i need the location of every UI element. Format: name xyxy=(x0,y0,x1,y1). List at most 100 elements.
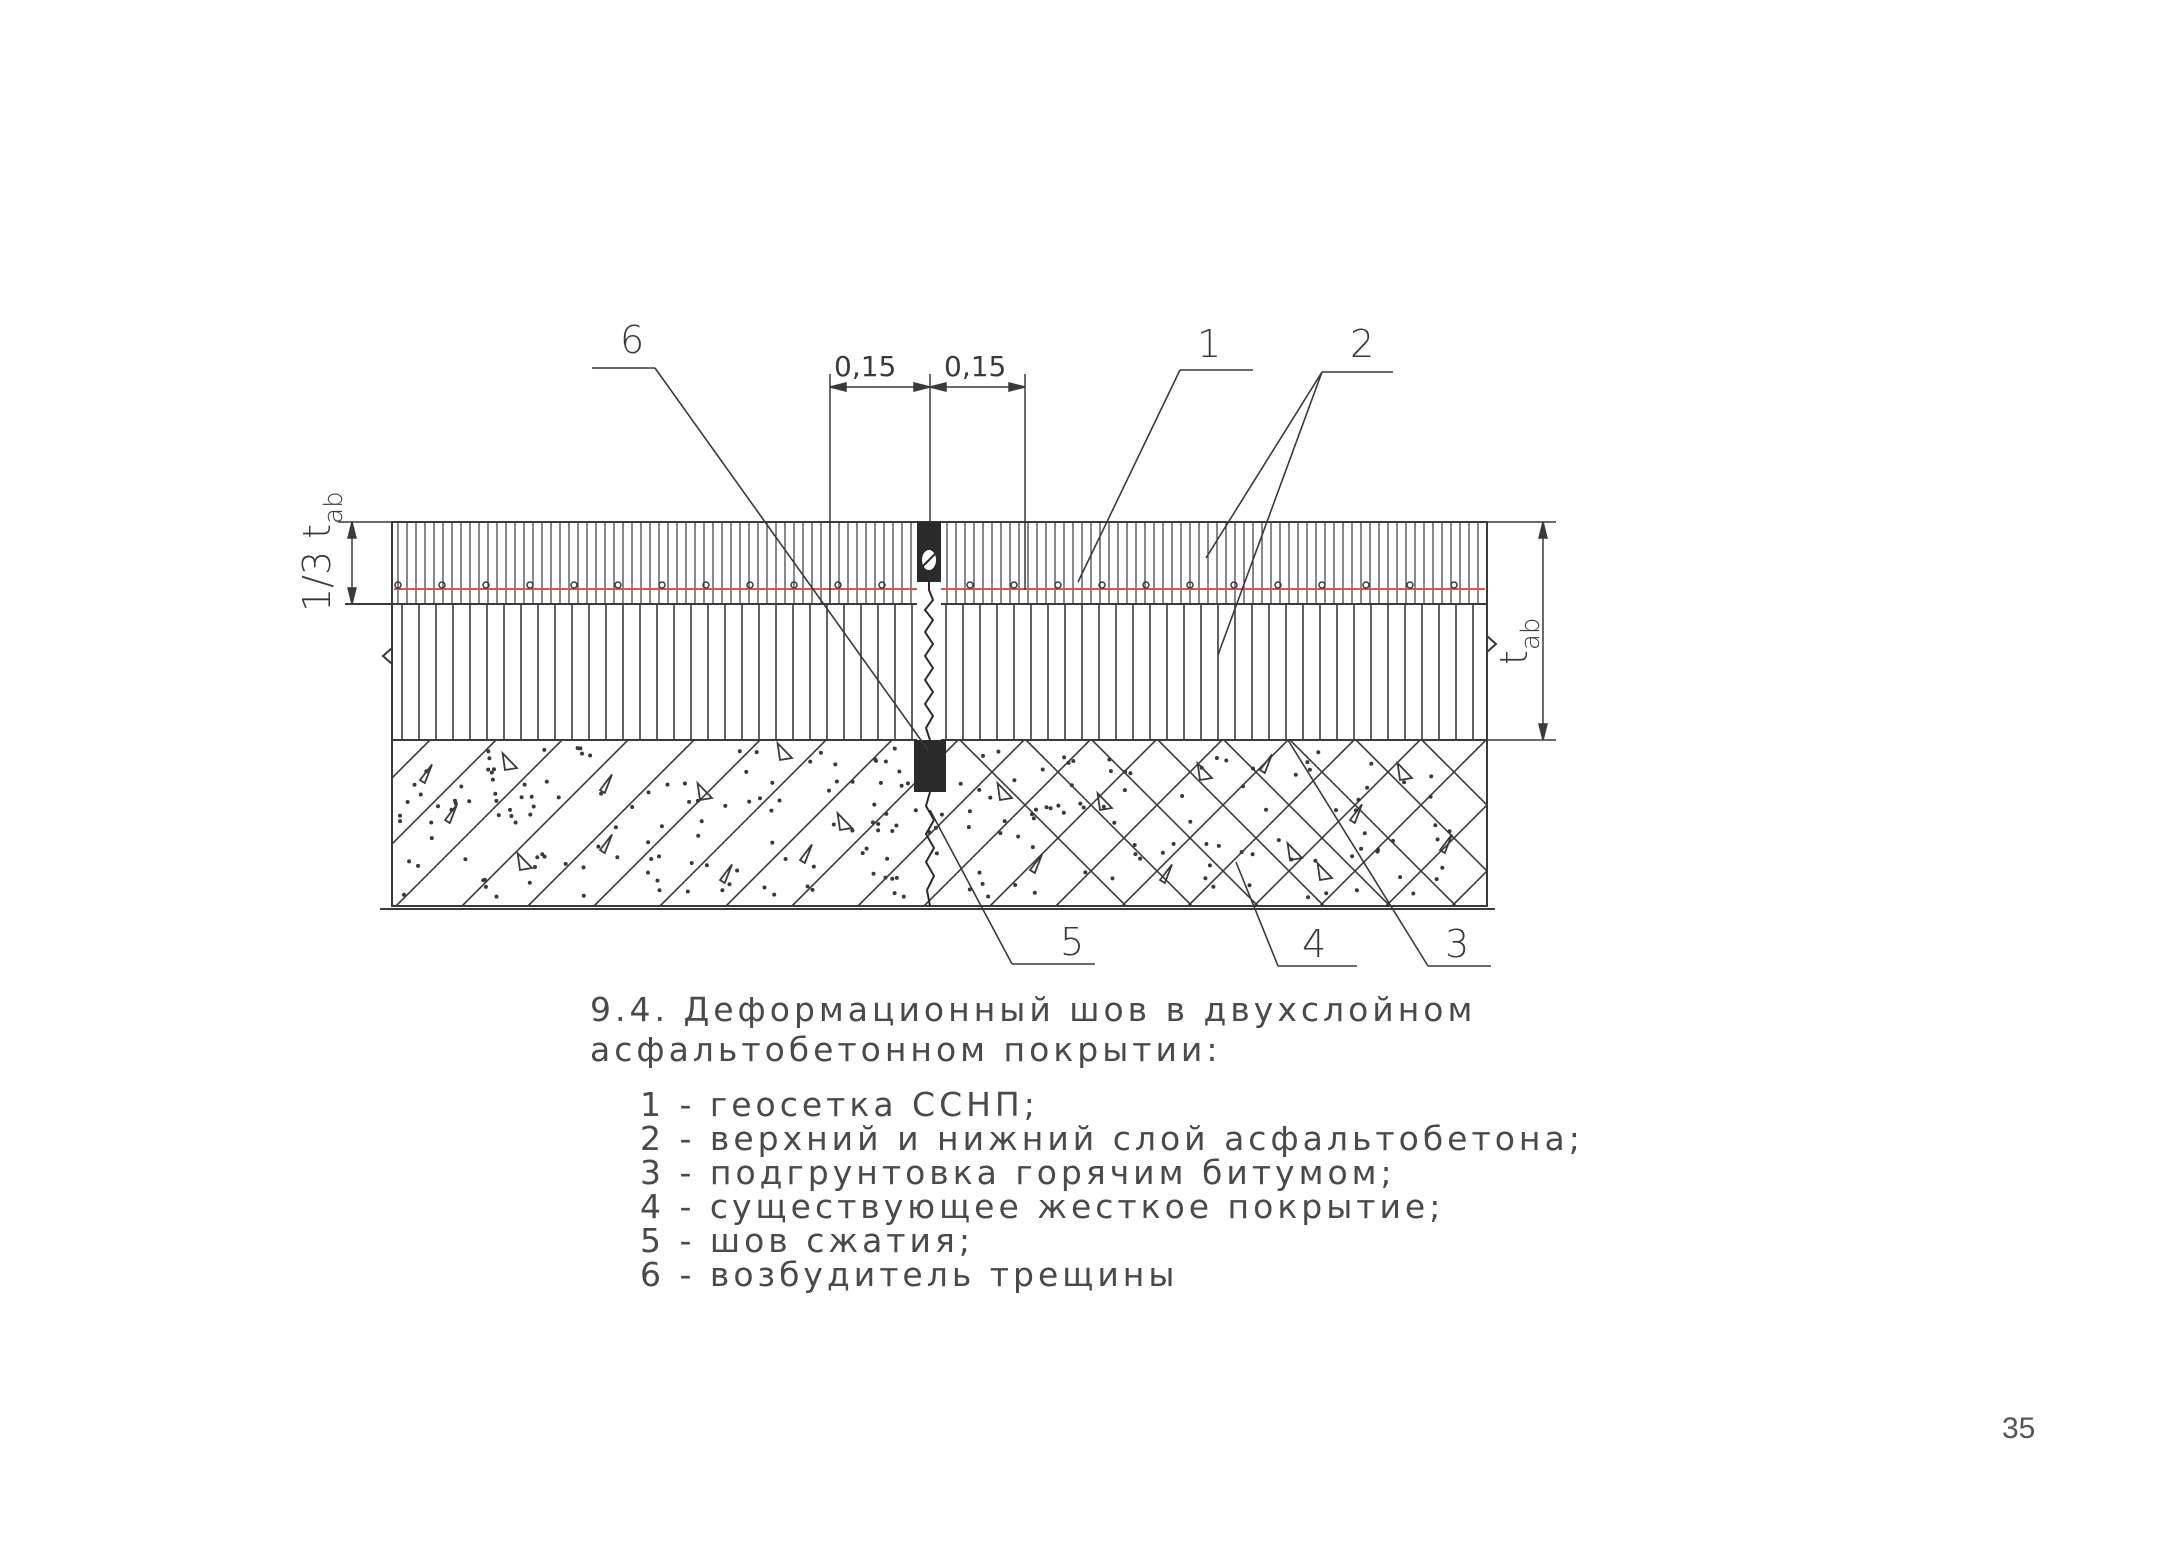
aggregate-dot xyxy=(489,770,494,775)
arrow xyxy=(913,382,931,392)
leader-3 xyxy=(1287,739,1429,967)
arrow xyxy=(829,382,847,392)
aggregate-dot xyxy=(1132,843,1137,847)
geogrid-node xyxy=(1098,581,1106,589)
break-marks xyxy=(381,604,1498,740)
aggregate-dot xyxy=(808,759,813,764)
dim-left-gap: 0,15 xyxy=(834,350,896,383)
aggregate-dot xyxy=(872,802,877,807)
aggregate-dot xyxy=(874,758,879,763)
legend-item-5: 5 - шов сжатия; xyxy=(640,1221,974,1260)
aggregate-dot xyxy=(407,859,412,864)
aggregate-dot xyxy=(578,746,583,751)
aggregate-dot xyxy=(1061,810,1066,815)
aggregate-dot xyxy=(1138,856,1143,861)
aggregate-dot xyxy=(894,875,899,880)
aggregate-dot xyxy=(977,870,982,875)
aggregate-dot xyxy=(967,887,972,892)
aggregate-dot xyxy=(544,779,549,784)
aggregate-dot xyxy=(758,796,762,801)
dimension-lines xyxy=(338,374,1556,741)
aggregate-dot xyxy=(646,790,651,795)
aggregate-dot xyxy=(436,804,440,809)
aggregate-dot xyxy=(1350,854,1355,859)
aggregate-dot xyxy=(533,865,537,869)
aggregate-dot xyxy=(685,889,690,894)
aggregate-dot xyxy=(998,831,1003,836)
aggregate-dot xyxy=(519,795,524,800)
aggregate-dot xyxy=(496,813,501,818)
legend-item-3: 3 - подгрунтовка горячим битумом; xyxy=(640,1153,1396,1192)
aggregate-dot xyxy=(899,783,904,788)
aggregate-dot xyxy=(1247,883,1252,888)
aggregate-dot xyxy=(1188,819,1193,824)
aggregate-dot xyxy=(398,813,402,818)
aggregate-dot xyxy=(531,804,536,809)
aggregate-dot xyxy=(1359,846,1364,851)
aggregate-dot xyxy=(1203,876,1208,881)
aggregate-dot xyxy=(890,876,895,881)
aggregate-dot xyxy=(892,891,897,896)
left-diagonal-line xyxy=(527,740,695,906)
aggregate-dot xyxy=(486,749,491,754)
geogrid-node xyxy=(966,581,974,589)
aggregate-triangle xyxy=(1028,853,1043,875)
aggregate-dot xyxy=(1078,801,1083,806)
aggregate-dot xyxy=(988,795,993,800)
aggregate-dot xyxy=(805,884,810,889)
aggregate-dot xyxy=(864,846,869,851)
aggregate-dot xyxy=(892,746,897,751)
aggregate-dot xyxy=(1034,807,1038,812)
left-diagonal-line xyxy=(1451,869,1487,906)
geogrid-nodes xyxy=(394,581,1458,589)
geogrid-node xyxy=(1054,581,1062,589)
aggregate-dot xyxy=(1307,767,1312,772)
geogrid-node xyxy=(1362,581,1370,589)
geogrid-node xyxy=(834,581,842,589)
aggregate-dot xyxy=(522,782,527,787)
right-diagonal-line xyxy=(1752,740,1918,906)
aggregate-dot xyxy=(834,779,839,784)
left-diagonal-line xyxy=(198,740,364,906)
aggregate-dot xyxy=(827,788,831,793)
aggregate-triangle xyxy=(598,773,613,795)
aggregate-dot xyxy=(665,782,670,787)
aggregate-dot xyxy=(1356,797,1361,802)
right-diagonal-line xyxy=(1818,740,1984,906)
aggregate-dot xyxy=(494,894,499,899)
aggregate-dot xyxy=(1354,888,1359,893)
aggregate-dot xyxy=(897,769,902,774)
page-number: 35 xyxy=(2002,1412,2036,1445)
aggregate-dot xyxy=(704,863,709,868)
aggregate-dot xyxy=(1048,806,1053,811)
aggregate-dot xyxy=(1306,895,1311,900)
aggregate-dot xyxy=(613,825,618,830)
aggregate-dot xyxy=(1447,829,1452,834)
aggregate-dot xyxy=(695,798,700,803)
aggregate-dot xyxy=(556,795,561,800)
right-diagonal-line xyxy=(1620,740,1786,906)
aggregate-dot xyxy=(996,749,1001,754)
aggregate-dot xyxy=(1110,876,1115,881)
aggregate-dot xyxy=(1101,804,1106,809)
aggregate-dot xyxy=(1040,767,1045,772)
left-diagonal-line xyxy=(1121,740,1289,906)
geogrid-node xyxy=(482,581,490,589)
right-diagonal-line xyxy=(1157,740,1325,906)
leader-2a xyxy=(1205,371,1323,559)
aggregate-triangle xyxy=(598,833,613,855)
aggregate-dot xyxy=(599,791,604,796)
aggregate-dot xyxy=(737,749,742,754)
right-diagonal-line xyxy=(959,740,1127,906)
aggregate-dot xyxy=(463,857,468,862)
aggregate-triangle xyxy=(836,810,854,832)
aggregate-dot xyxy=(901,894,906,899)
geogrid-node xyxy=(438,581,446,589)
geogrid-node xyxy=(878,581,886,589)
dimension-labels: 0,15 0,15 1/3 tab tab xyxy=(295,350,1546,665)
aggregate-dot xyxy=(1216,843,1221,848)
aggregate-dot xyxy=(493,791,498,796)
aggregate-dot xyxy=(810,887,815,892)
aggregate-dot xyxy=(1207,863,1212,868)
aggregate-dot xyxy=(596,844,601,849)
